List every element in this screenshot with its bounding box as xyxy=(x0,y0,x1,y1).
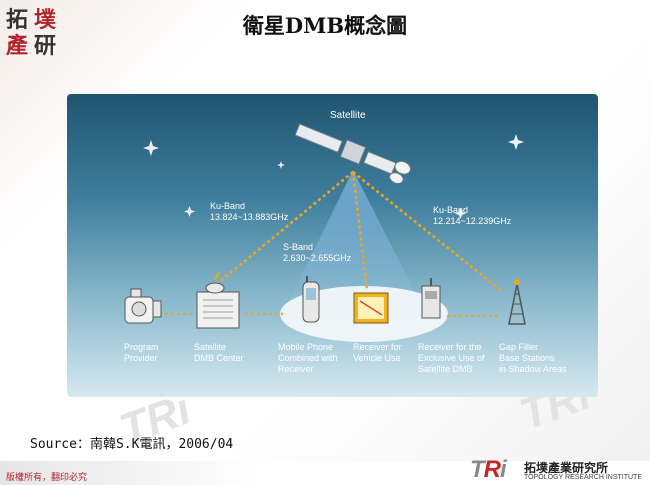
satellite-dmb-diagram: Satellite Ku-Band 13.824~13.883GHz S-Ban… xyxy=(67,94,598,397)
node-label-vehicle-receiver: Receiver for Vehicle Use xyxy=(353,342,402,363)
dmb-center-building-icon xyxy=(196,271,240,329)
slide-title: 衛星DMB概念圖 xyxy=(242,13,408,38)
gap-filler-tower-icon xyxy=(508,279,526,325)
copyright-notice: 版權所有，翻印必究 xyxy=(6,473,88,483)
footer-bar xyxy=(0,461,650,485)
vehicle-receiver-icon xyxy=(353,292,389,324)
logo: 拓 墣 產 研 xyxy=(4,2,66,60)
logo-char-3: 產 xyxy=(6,33,29,59)
node-label-exclusive-receiver: Receiver for the Exclusive Use of Satell… xyxy=(418,342,485,374)
satellite-label: Satellite xyxy=(330,110,366,121)
mobile-phone-icon xyxy=(302,276,320,323)
star-icons xyxy=(143,134,524,219)
ku-band-right-label: Ku-Band 12.214~12.239GHz xyxy=(433,205,512,226)
node-label-dmb-center: Satellite DMB Center xyxy=(194,342,244,363)
source-citation: Source：南韓S.K電訊，2006/04 xyxy=(30,437,234,452)
program-provider-camera-icon xyxy=(124,288,162,324)
node-label-gap-filler: Gap Filler Base Stations in Shadow Areas xyxy=(499,342,567,374)
exclusive-receiver-icon xyxy=(421,278,441,319)
s-band-label: S-Band 2.630~2.655GHz xyxy=(283,242,352,263)
ku-band-left-label: Ku-Band 13.824~13.883GHz xyxy=(210,201,289,222)
coverage-beam xyxy=(282,170,427,316)
satellite-icon xyxy=(294,123,411,184)
logo-char-4: 研 xyxy=(34,33,57,59)
tri-logo-r: R xyxy=(483,456,501,483)
logo-char-1: 拓 xyxy=(6,7,29,33)
tri-logo-t: T xyxy=(470,456,485,483)
link-lines xyxy=(159,171,504,318)
tri-logo: TRi xyxy=(470,456,507,484)
org-name-en: TOPOLOGY RESEARCH INSTITUTE xyxy=(524,474,642,481)
node-label-mobile-phone: Mobile Phone Combined with Receiver xyxy=(278,342,338,374)
node-label-program-provider: Program Provider xyxy=(124,342,159,363)
logo-char-2: 墣 xyxy=(34,7,57,33)
diagram-graphics xyxy=(124,123,526,342)
tri-logo-i: i xyxy=(500,456,507,483)
org-name-cn: 拓墣產業研究所 xyxy=(524,461,609,475)
